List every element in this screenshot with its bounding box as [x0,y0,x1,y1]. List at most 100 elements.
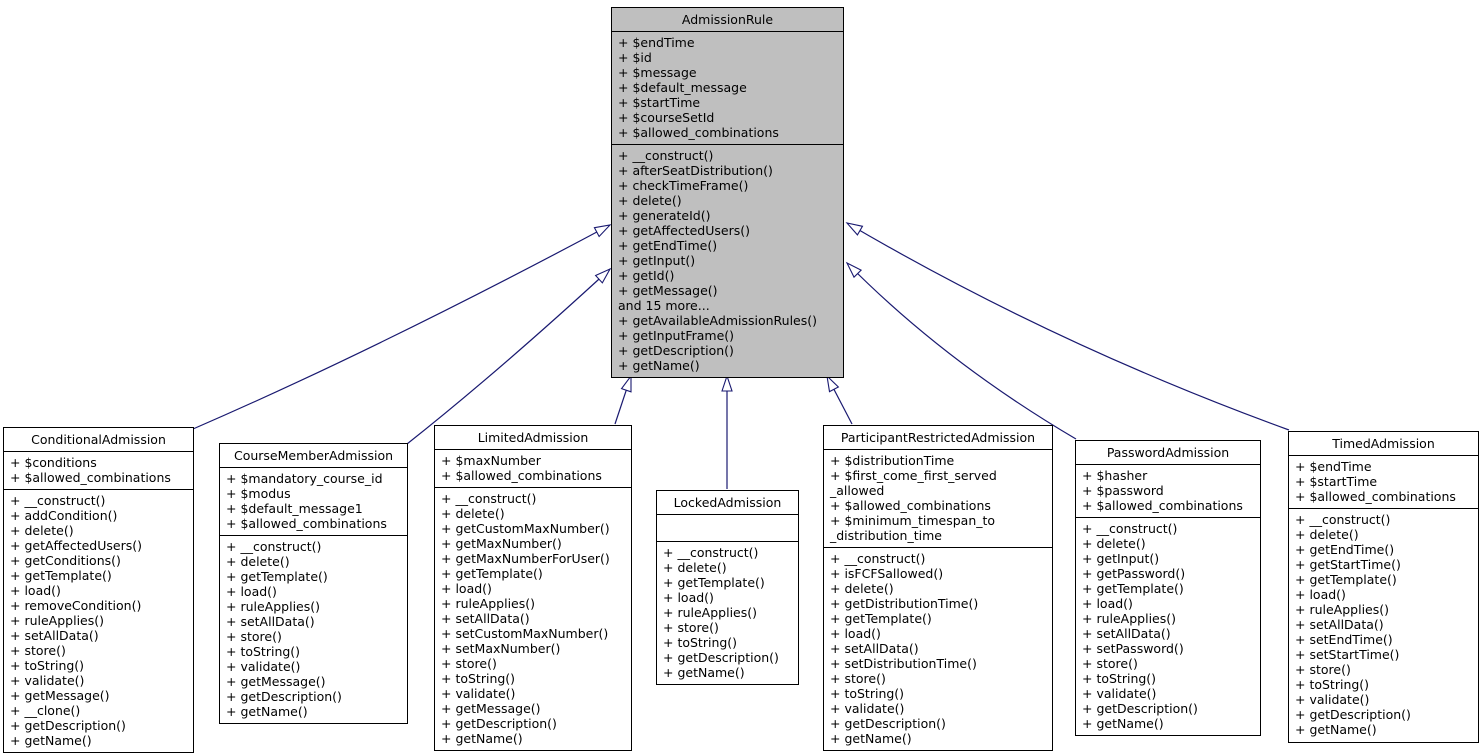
member-line: + $id [618,50,652,65]
member-line: + getId() [618,268,675,283]
member-line: + getMaxNumberForUser() [441,551,610,566]
member-line: + store() [1295,662,1351,677]
member-line: + store() [830,671,886,686]
member-line: + __construct() [1082,521,1178,536]
member-line: + delete() [441,506,505,521]
class-box-locked-admission[interactable]: LockedAdmission + __construct()+ delete(… [656,490,799,685]
member-line: + validate() [10,673,85,688]
member-line: + getName() [441,731,523,746]
member-line: + load() [441,581,492,596]
member-line: + delete() [830,581,894,596]
member-line: + getMessage() [226,674,326,689]
member-line: + toString() [1295,677,1370,692]
member-line: + __construct() [226,539,322,554]
class-box-timed-admission[interactable]: TimedAdmission + $endTime+ $startTime+ $… [1288,431,1479,743]
class-title: LockedAdmission [657,491,798,515]
member-line: + ruleApplies() [226,599,320,614]
member-line: + $allowed_combinations [830,498,991,513]
member-line: + getCustomMaxNumber() [441,521,610,536]
member-line: + $allowed_combinations [618,125,779,140]
member-line: + getDescription() [1295,707,1411,722]
class-title: LimitedAdmission [435,426,631,450]
member-line: + $allowed_combinations [226,516,387,531]
class-box-password-admission[interactable]: PasswordAdmission + $hasher+ $password+ … [1075,440,1261,736]
member-line: + getMessage() [441,701,541,716]
class-box-conditional-admission[interactable]: ConditionalAdmission + $conditions+ $all… [3,427,194,753]
member-line: + load() [830,626,881,641]
member-line: + getDescription() [1082,701,1198,716]
member-line: + getDescription() [10,718,126,733]
class-attributes: + $mandatory_course_id+ $modus+ $default… [220,468,407,535]
member-line: + load() [663,590,714,605]
member-line: + setAllData() [1082,626,1171,641]
member-line: and 15 more... [618,298,710,313]
member-line: + getDescription() [618,343,734,358]
class-methods: + __construct()+ delete()+ getEndTime()+… [1289,508,1478,741]
member-line: + $first_come_first_served [830,468,997,483]
member-line: + $maxNumber [441,453,541,468]
member-line: + setAllData() [1295,617,1384,632]
member-line: + getTemplate() [830,611,932,626]
member-line: + getName() [663,665,745,680]
member-line: + getInput() [618,253,696,268]
member-line: + $distributionTime [830,453,955,468]
class-box-admission-rule[interactable]: AdmissionRule + $endTime+ $id+ $message+… [611,7,844,378]
class-box-participant-restricted-admission[interactable]: ParticipantRestrictedAdmission + $distri… [823,425,1053,751]
member-line: + getEndTime() [618,238,718,253]
member-line: + ruleApplies() [663,605,757,620]
member-line: + setAllData() [226,614,315,629]
member-line: + getConditions() [10,553,121,568]
member-line: + getPassword() [1082,566,1186,581]
class-methods: + __construct()+ addCondition()+ delete(… [4,489,193,752]
inheritance-edge-passwordadmission [845,261,1077,440]
member-line: + store() [1082,656,1138,671]
member-line: + setAllData() [441,611,530,626]
member-line: + load() [1082,596,1133,611]
class-attributes: + $maxNumber+ $allowed_combinations [435,450,631,487]
member-line: + getTemplate() [663,575,765,590]
member-line: + __construct() [663,545,759,560]
class-attributes [657,515,798,541]
class-box-limited-admission[interactable]: LimitedAdmission + $maxNumber+ $allowed_… [434,425,632,751]
member-line: + setAllData() [830,641,919,656]
member-line: + toString() [441,671,516,686]
member-line: + getStartTime() [1295,557,1401,572]
member-line: + getEndTime() [1295,542,1395,557]
member-line: + $allowed_combinations [1295,489,1456,504]
class-methods: + __construct()+ delete()+ getTemplate()… [220,535,407,723]
class-title: TimedAdmission [1289,432,1478,456]
member-line: + $password [1082,483,1164,498]
member-line: + setStartTime() [1295,647,1400,662]
member-line: + load() [226,584,277,599]
member-line: + ruleApplies() [441,596,535,611]
member-line: + validate() [1295,692,1370,707]
member-line: + setMaxNumber() [441,641,561,656]
member-line: + getTemplate() [441,566,543,581]
member-line: + getDistributionTime() [830,596,979,611]
member-line: + getDescription() [441,716,557,731]
member-line: + getMessage() [618,283,718,298]
member-line: + toString() [226,644,301,659]
class-title: CourseMemberAdmission [220,444,407,468]
member-line: + getMaxNumber() [441,536,562,551]
member-line: + getAffectedUsers() [618,223,750,238]
class-attributes: + $endTime+ $startTime+ $allowed_combina… [1289,456,1478,508]
member-line: + $startTime [618,95,701,110]
class-methods: + __construct()+ delete()+ getCustomMaxN… [435,487,631,750]
class-methods: + __construct()+ isFCFSallowed()+ delete… [824,547,1052,750]
member-line: + $endTime [1295,459,1372,474]
member-line: + getName() [618,358,700,373]
member-line: + $conditions [10,455,97,470]
member-line: + __clone() [10,703,81,718]
member-line: + toString() [10,658,85,673]
class-title: AdmissionRule [612,8,843,32]
member-line: + afterSeatDistribution() [618,163,773,178]
member-line: + getAvailableAdmissionRules() [618,313,818,328]
class-box-course-member-admission[interactable]: CourseMemberAdmission + $mandatory_cours… [219,443,408,724]
member-line: _allowed [830,483,885,498]
member-line: + addCondition() [10,508,118,523]
class-methods: + __construct()+ delete()+ getInput()+ g… [1076,517,1260,735]
member-line: + $courseSetId [618,110,715,125]
member-line: + $endTime [618,35,695,50]
